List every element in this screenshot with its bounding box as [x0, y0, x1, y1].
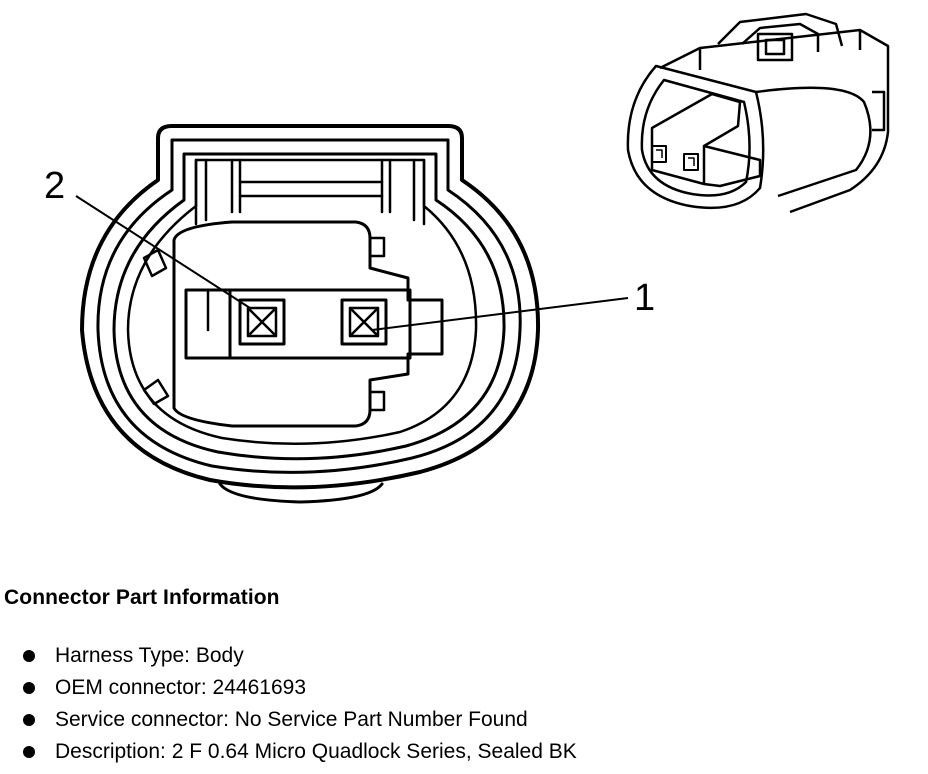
leader-line-2: [75, 195, 251, 309]
oem-connector-item: OEM connector: 24461693: [0, 672, 577, 704]
bullet-icon: [23, 682, 35, 694]
harness-type-text: Harness Type: Body: [55, 644, 244, 667]
connector-diagram: 2 1: [44, 12, 890, 504]
bullet-icon: [23, 714, 35, 726]
callout-1: 1: [634, 277, 655, 319]
connector-part-info-title: Connector Part Information: [4, 586, 280, 609]
service-connector-text: Service connector: No Service Part Numbe…: [55, 708, 528, 731]
connector-isometric-view: [626, 12, 890, 214]
leader-line-1: [371, 297, 629, 331]
description-text: Description: 2 F 0.64 Micro Quadlock Ser…: [55, 740, 577, 763]
oem-connector-text: OEM connector: 24461693: [55, 676, 306, 699]
bullet-icon: [23, 746, 35, 758]
connector-face-view: [80, 124, 541, 504]
bullet-icon: [23, 650, 35, 662]
harness-type-item: Harness Type: Body: [0, 640, 577, 672]
description-item: Description: 2 F 0.64 Micro Quadlock Ser…: [0, 736, 577, 768]
connector-info-list: Harness Type: Body OEM connector: 244616…: [0, 640, 577, 768]
housing-outline: [80, 124, 541, 490]
terminal-2: [238, 298, 286, 346]
service-connector-item: Service connector: No Service Part Numbe…: [0, 704, 577, 736]
callout-2: 2: [44, 165, 65, 207]
callout-leaders: [75, 195, 629, 331]
terminal-1: [340, 298, 388, 346]
